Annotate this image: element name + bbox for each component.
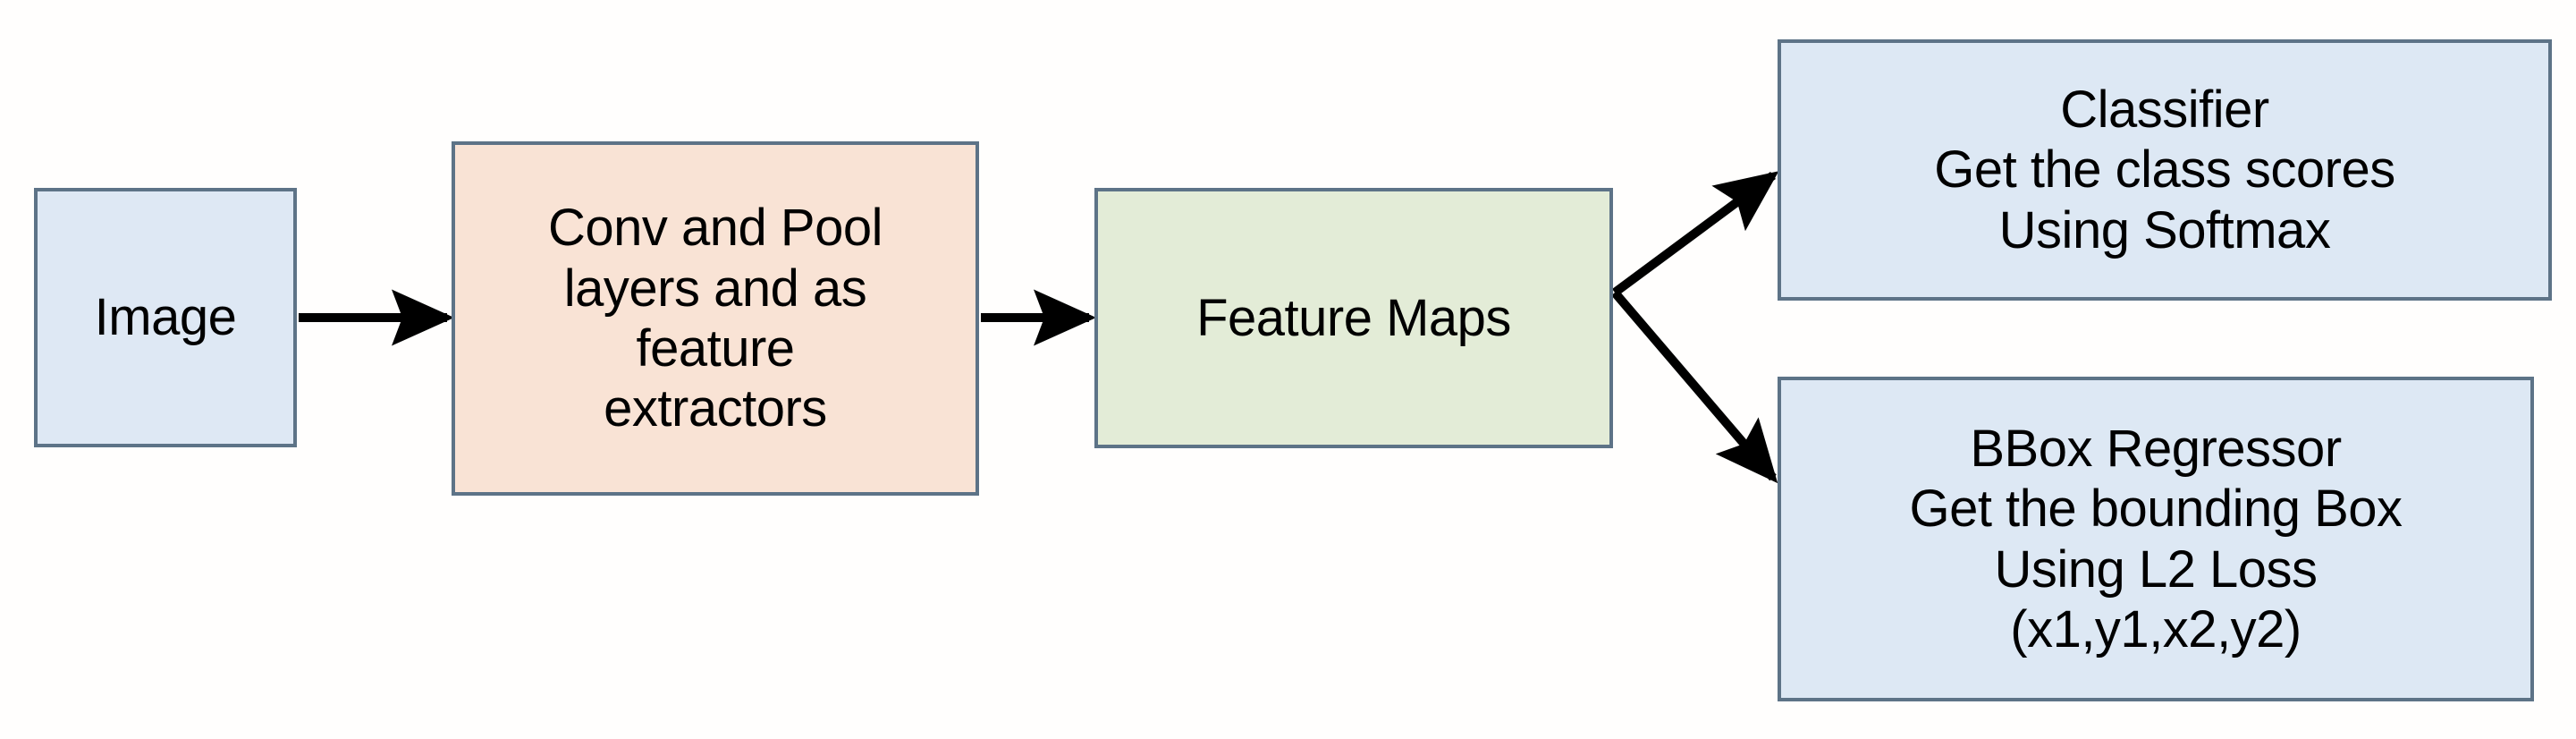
node-bbox-regressor[interactable]: BBox Regressor Get the bounding Box Usin… [1778, 377, 2534, 701]
edge-feature-maps-to-classifier [1612, 171, 1779, 297]
node-conv-pool-layers[interactable]: Conv and Pool layers and as feature extr… [452, 141, 979, 496]
node-conv-pool-layers-label: Conv and Pool layers and as feature extr… [548, 199, 883, 438]
node-image[interactable]: Image [34, 188, 297, 447]
node-bbox-regressor-label: BBox Regressor Get the bounding Box Usin… [1909, 419, 2403, 658]
edge-feature-maps-to-bbox-regressor [1611, 289, 1778, 484]
node-feature-maps-label: Feature Maps [1196, 288, 1511, 347]
node-image-label: Image [94, 288, 237, 347]
node-feature-maps[interactable]: Feature Maps [1094, 188, 1613, 448]
node-classifier[interactable]: Classifier Get the class scores Using So… [1778, 39, 2552, 301]
node-classifier-label: Classifier Get the class scores Using So… [1934, 81, 2395, 259]
